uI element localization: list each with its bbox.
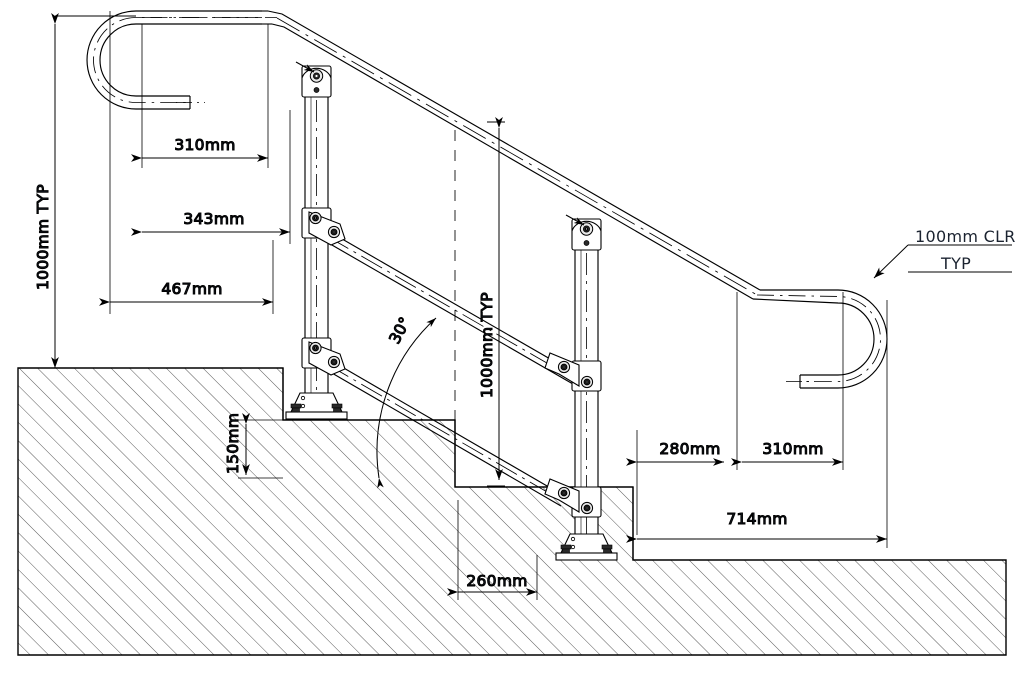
dimension-343: 343mm [131,110,291,244]
dim-467-label: 467mm [161,280,222,298]
rail-swivel-connector-top-right [571,218,602,251]
dim-310-right-label: 310mm [762,440,823,458]
rail-swivel-connector-low [301,337,346,376]
rail-swivel-connector-mid [301,207,346,246]
dimension-150: 150mm [223,412,283,479]
dim-260-label: 260mm [466,572,527,590]
dim-310-label: 310mm [174,136,235,154]
top-handrail [136,10,761,300]
rail-swivel-connector-low-right [544,478,602,518]
dim-slope-height-label: 1000mm TYP [478,292,496,398]
dimension-left-height: 1000mm TYP [33,13,136,368]
dimension-714: 714mm [626,300,888,548]
dimension-slope-height: 1000mm TYP [454,117,505,487]
rail-swivel-connector-mid-right [544,352,602,392]
lower-rail [324,359,567,507]
dim-left-height-label: 1000mm TYP [34,184,52,290]
dim-343-label: 343mm [183,210,244,228]
dim-150-label: 150mm [224,413,242,474]
dim-280-label: 280mm [659,440,720,458]
angle-30-label: 30° [386,314,415,347]
rail-swivel-connector-top [301,65,332,98]
base-plate-upper [285,392,348,420]
dimension-280: 280mm [626,292,738,535]
base-plate-lower [555,533,618,561]
dimension-467: 467mm [99,11,274,314]
dim-714-label: 714mm [726,510,787,528]
dimension-310: 310mm [131,24,269,168]
note-clearance-line2: TYP [940,254,971,273]
right-handrail-return-bend [752,289,888,389]
post-lower [544,214,618,561]
dimension-310-right: 310mm [731,292,844,470]
note-clearance [873,244,1012,279]
note-clearance-line1: 100mm CLR [915,227,1016,246]
left-handrail-return-bend [86,10,272,110]
dimension-260: 260mm [447,500,538,600]
post-upper [285,61,348,420]
stair-concrete-section [17,367,1007,656]
